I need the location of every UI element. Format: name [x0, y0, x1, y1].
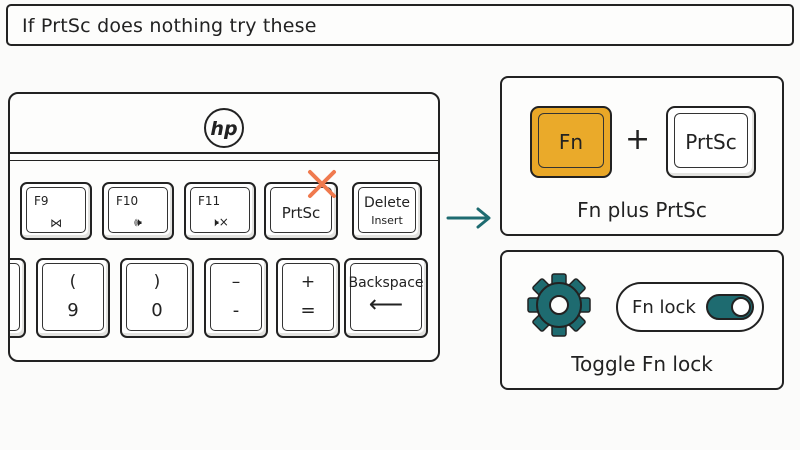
key-9[interactable]: ( 9 [36, 258, 110, 338]
key-label: Backspace [348, 275, 424, 291]
cross-icon [308, 170, 336, 198]
plus-sign: + [625, 122, 651, 157]
keyboard-top-bezel: hp [10, 94, 438, 158]
volume-up-icon: 🕪 [134, 215, 142, 229]
fn-lock-caption: Toggle Fn lock [571, 352, 713, 376]
key-f9[interactable]: F9 ⋈ [20, 182, 92, 240]
key-label: F11 [198, 194, 221, 208]
key-backspace[interactable]: Backspace ⟵ [344, 258, 428, 338]
fn-lock-label: Fn lock [632, 297, 696, 318]
fn-key[interactable]: Fn [530, 106, 612, 178]
key-minus[interactable]: – - [204, 258, 268, 338]
key-sublabel: Insert [371, 214, 403, 227]
keyboard-illustration: hp F9 ⋈ F10 🕪 F11 🕨× PrtSc Delete Insert… [8, 92, 440, 362]
key-label: Delete [364, 195, 410, 211]
key-0[interactable]: ) 0 [120, 258, 194, 338]
key-label: PrtSc [281, 204, 321, 222]
key-prtsc[interactable]: PrtSc [264, 182, 338, 240]
key-f11[interactable]: F11 🕨× [184, 182, 256, 240]
logo-text: hp [210, 118, 237, 140]
title-bar: If PrtSc does nothing try these [6, 4, 794, 46]
key-label: F10 [116, 194, 139, 208]
fn-lock-panel: Fn lock Toggle Fn lock [500, 250, 784, 390]
fn-prtsc-caption: Fn plus PrtSc [577, 198, 707, 222]
hp-logo-icon: hp [204, 108, 244, 148]
key-partial[interactable] [10, 258, 26, 338]
bezel-divider [10, 152, 438, 154]
key-bottom-char: = [300, 300, 316, 321]
gear-icon [527, 273, 591, 337]
left-arrow-icon: ⟵ [368, 290, 404, 318]
toggle-knob [731, 297, 751, 317]
key-bottom-char: 0 [151, 300, 163, 321]
fn-prtsc-panel: Fn + PrtSc Fn plus PrtSc [500, 76, 784, 236]
key-equals[interactable]: + = [276, 258, 340, 338]
key-f10[interactable]: F10 🕪 [102, 182, 174, 240]
key-label: Fn [558, 130, 584, 154]
key-top-char: ) [153, 272, 161, 292]
key-top-char: + [300, 272, 316, 292]
arrow-right-icon [446, 207, 491, 229]
volume-mute-icon: 🕨× [211, 215, 229, 229]
key-label: PrtSc [685, 130, 737, 154]
key-top-char: ( [69, 272, 77, 292]
key-top-char: – [231, 272, 241, 292]
media-skip-icon: ⋈ [50, 216, 62, 230]
bezel-divider-inner [10, 160, 438, 161]
title-text: If PrtSc does nothing try these [22, 15, 317, 37]
prtsc-key[interactable]: PrtSc [666, 106, 756, 178]
fn-lock-toggle[interactable] [706, 294, 754, 320]
key-delete[interactable]: Delete Insert [352, 182, 422, 240]
key-label: F9 [34, 194, 49, 208]
key-bottom-char: - [232, 300, 240, 321]
key-bottom-char: 9 [67, 300, 79, 321]
fn-lock-control[interactable]: Fn lock [616, 282, 764, 332]
